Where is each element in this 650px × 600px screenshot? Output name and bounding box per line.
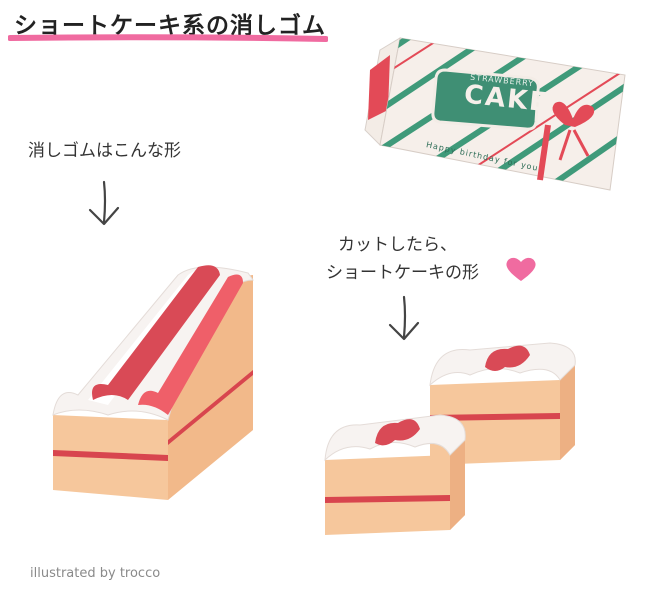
package-box-illustration bbox=[364, 36, 626, 191]
title-underline bbox=[8, 34, 328, 42]
after-cut-label-line2: ショートケーキの形 bbox=[326, 263, 479, 283]
down-arrow-icon bbox=[388, 295, 420, 341]
long-eraser-illustration bbox=[52, 265, 254, 500]
eraser-shape-label: 消しゴムはこんな形 bbox=[28, 141, 181, 161]
cake-piece-back bbox=[429, 342, 576, 465]
illustration-credit: illustrated by trocco bbox=[30, 566, 161, 581]
cake-piece-front bbox=[324, 414, 466, 535]
cut-cake-pieces-illustration bbox=[324, 342, 576, 535]
heart-icon bbox=[506, 257, 536, 281]
after-cut-label-line1: カットしたら、 bbox=[338, 235, 457, 255]
down-arrow-icon bbox=[88, 180, 120, 226]
